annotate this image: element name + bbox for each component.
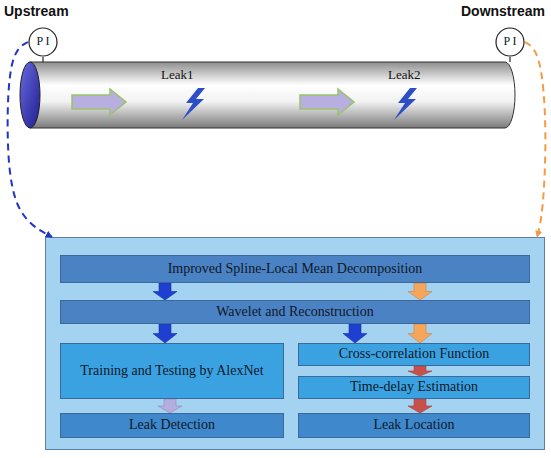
process-panel: Improved Spline-Local Mean Decomposition… [45, 237, 545, 450]
node-text: Leak Location [373, 417, 454, 433]
leak-bolt [182, 88, 205, 120]
end-label: Upstream [4, 3, 69, 19]
process-box: Cross-correlation Function [298, 343, 530, 366]
leak-label: Leak1 [161, 67, 193, 83]
signal-arrow [8, 42, 52, 237]
end-label: Downstream [461, 3, 545, 19]
node-text: P I [36, 35, 49, 49]
pipe-end [20, 62, 40, 128]
node-text: Leak Detection [129, 417, 215, 433]
flow-arrow [300, 89, 354, 115]
pressure-instrument: P I [28, 27, 58, 57]
leak-label: Leak2 [388, 67, 420, 83]
node-text: Cross-correlation Function [339, 346, 489, 362]
result-box: Leak Detection [60, 413, 284, 438]
node-text: Training and Testing by AlexNet [80, 363, 263, 379]
process-box: Wavelet and Reconstruction [60, 300, 530, 324]
node-text: Time-delay Estimation [350, 379, 478, 395]
flow-arrow [72, 89, 126, 115]
pressure-instrument: P I [495, 27, 525, 57]
node-text: P I [503, 35, 516, 49]
process-box: Training and Testing by AlexNet [60, 343, 284, 399]
sensor-stem [42, 57, 43, 62]
process-box: Improved Spline-Local Mean Decomposition [60, 255, 530, 283]
sensor-stem [509, 57, 510, 62]
signal-arrow [525, 42, 545, 237]
node-text: Wavelet and Reconstruction [216, 304, 374, 320]
leak-bolt [394, 88, 417, 120]
pipe-body [30, 62, 515, 128]
process-box: Time-delay Estimation [298, 376, 530, 399]
node-text: Improved Spline-Local Mean Decomposition [168, 261, 423, 277]
result-box: Leak Location [298, 413, 530, 438]
